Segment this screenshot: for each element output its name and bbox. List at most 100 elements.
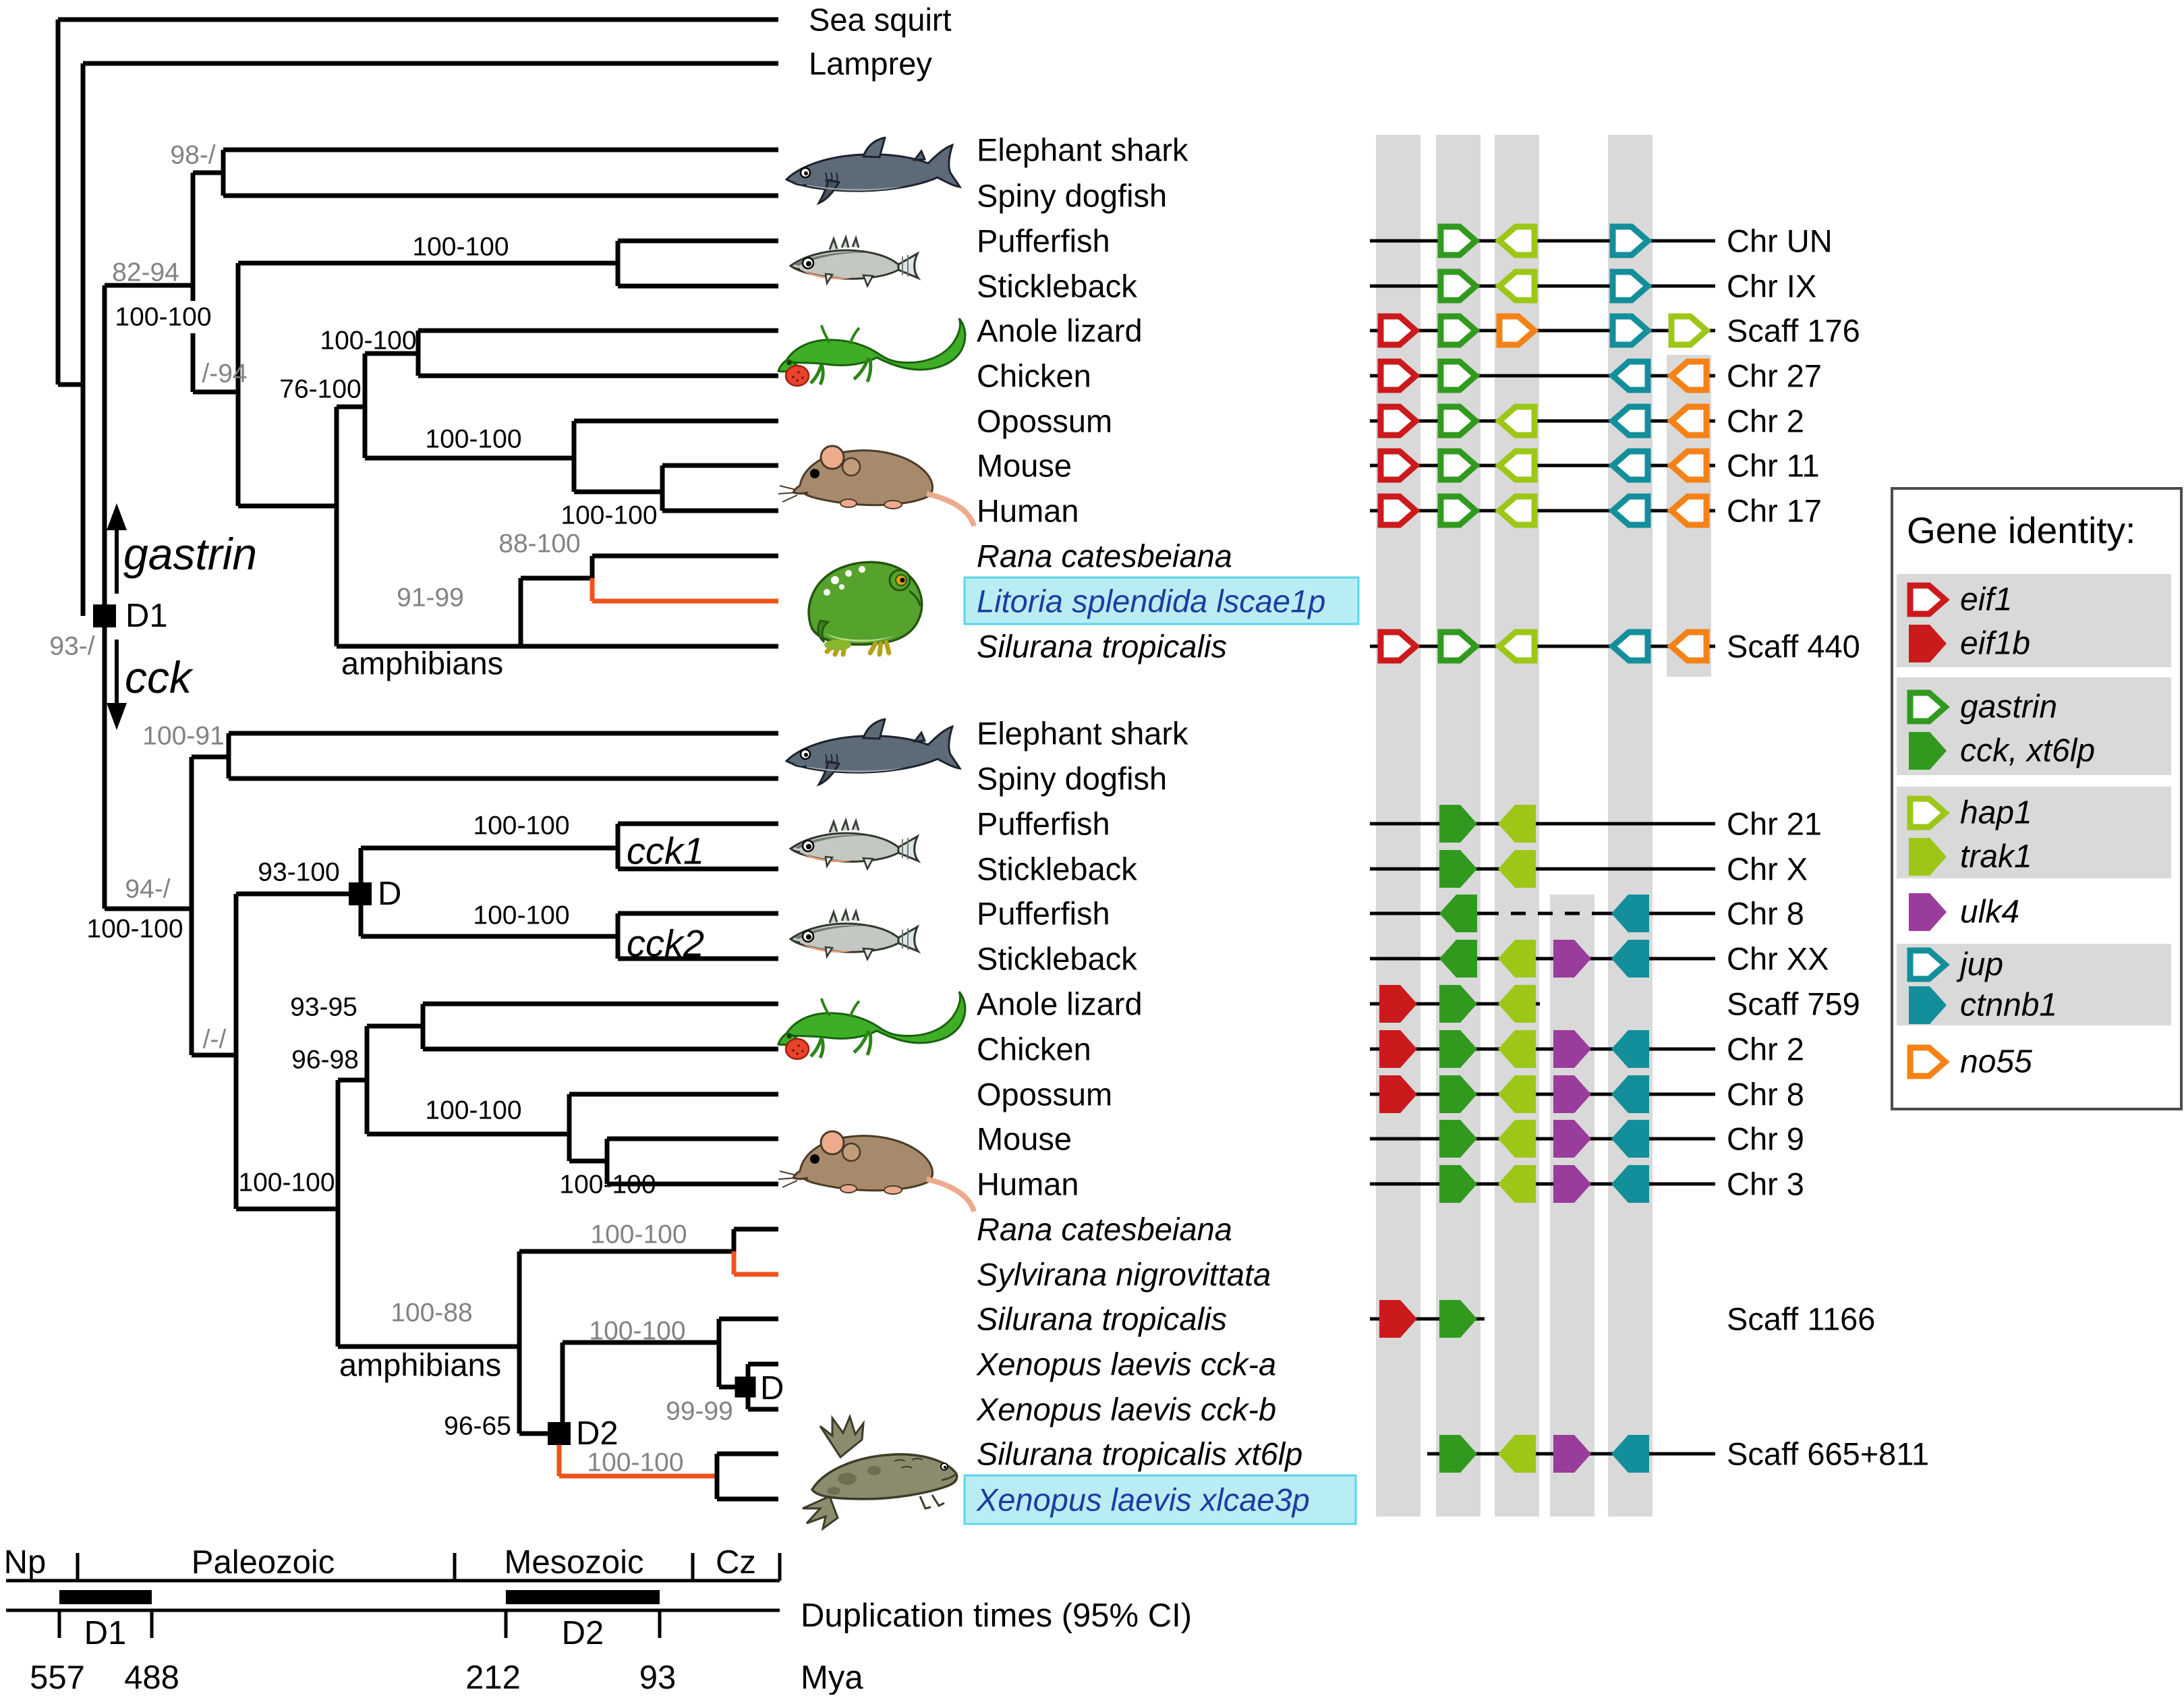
svg-text:cck1: cck1	[627, 830, 704, 872]
svg-text:Scaff 1166: Scaff 1166	[1727, 1301, 1875, 1337]
svg-text:Spiny dogfish: Spiny dogfish	[977, 178, 1167, 214]
svg-text:Elephant shark: Elephant shark	[977, 132, 1188, 168]
svg-text:Chr 9: Chr 9	[1727, 1121, 1804, 1157]
svg-text:100-100: 100-100	[86, 915, 183, 944]
svg-text:Chr X: Chr X	[1727, 851, 1808, 887]
svg-text:212: 212	[465, 1660, 521, 1695]
svg-text:ctnnb1: ctnnb1	[1960, 988, 2057, 1023]
svg-text:100-100: 100-100	[473, 812, 569, 841]
svg-text:Chr XX: Chr XX	[1727, 941, 1829, 977]
svg-text:98-/: 98-/	[170, 141, 215, 170]
svg-text:100-100: 100-100	[561, 501, 657, 530]
svg-text:Human: Human	[977, 1166, 1079, 1202]
svg-text:100-100: 100-100	[115, 303, 211, 332]
svg-text:Chr 21: Chr 21	[1727, 806, 1822, 842]
svg-text:93-100: 93-100	[258, 858, 339, 887]
svg-text:Human: Human	[977, 493, 1079, 529]
svg-text:Stickleback: Stickleback	[977, 941, 1137, 977]
svg-text:Anole lizard: Anole lizard	[977, 313, 1143, 349]
svg-text:Chr 27: Chr 27	[1727, 358, 1822, 394]
svg-text:no55: no55	[1960, 1044, 2032, 1080]
svg-text:cck2: cck2	[627, 922, 704, 965]
svg-text:Litoria splendida lscae1p: Litoria splendida lscae1p	[977, 584, 1325, 619]
svg-text:Mya: Mya	[801, 1660, 863, 1695]
svg-text:/-/: /-/	[203, 1025, 227, 1054]
svg-text:100-100: 100-100	[589, 1317, 685, 1346]
svg-text:Gene identity:: Gene identity:	[1907, 509, 2135, 551]
svg-text:Scaff 176: Scaff 176	[1727, 313, 1860, 349]
svg-text:gastrin: gastrin	[1960, 689, 2057, 725]
svg-text:99-99: 99-99	[666, 1397, 733, 1426]
svg-text:96-98: 96-98	[291, 1046, 359, 1075]
svg-text:amphibians: amphibians	[341, 646, 503, 681]
svg-text:cck: cck	[125, 652, 194, 702]
svg-text:Cz: Cz	[716, 1544, 756, 1581]
svg-text:Chicken: Chicken	[977, 358, 1091, 394]
svg-text:100-100: 100-100	[587, 1448, 683, 1477]
svg-text:93: 93	[639, 1660, 677, 1695]
svg-text:Pufferfish: Pufferfish	[977, 896, 1110, 932]
svg-text:D1: D1	[125, 598, 168, 634]
svg-text:Stickleback: Stickleback	[977, 851, 1137, 887]
svg-text:Scaff 759: Scaff 759	[1727, 986, 1860, 1022]
svg-text:Sea squirt: Sea squirt	[809, 2, 952, 38]
svg-text:Silurana tropicalis: Silurana tropicalis	[977, 629, 1227, 664]
svg-text:Chr 11: Chr 11	[1727, 448, 1820, 484]
svg-text:D1: D1	[84, 1615, 127, 1651]
svg-text:Xenopus laevis cck-b: Xenopus laevis cck-b	[976, 1392, 1276, 1427]
svg-text:eif1b: eif1b	[1960, 626, 2030, 662]
svg-text:100-100: 100-100	[320, 327, 416, 356]
svg-text:100-100: 100-100	[412, 233, 509, 262]
svg-text:Pufferfish: Pufferfish	[977, 223, 1110, 259]
svg-text:Chr 3: Chr 3	[1727, 1166, 1804, 1202]
svg-text:88-100: 88-100	[498, 530, 580, 559]
svg-text:Chr 8: Chr 8	[1727, 1077, 1804, 1112]
svg-text:100-91: 100-91	[142, 722, 224, 751]
svg-text:D: D	[760, 1370, 784, 1407]
svg-text:Mesozoic: Mesozoic	[505, 1544, 644, 1581]
svg-text:Chr 2: Chr 2	[1727, 1031, 1804, 1067]
svg-text:eif1: eif1	[1960, 582, 2012, 618]
svg-text:100-100: 100-100	[473, 901, 569, 930]
svg-text:D: D	[378, 876, 401, 912]
svg-text:Silurana tropicalis xt6lp: Silurana tropicalis xt6lp	[977, 1436, 1302, 1472]
svg-text:488: 488	[124, 1660, 179, 1695]
svg-text:Opossum: Opossum	[977, 403, 1112, 439]
svg-text:Sylvirana nigrovittata: Sylvirana nigrovittata	[977, 1257, 1271, 1293]
svg-text:Stickleback: Stickleback	[977, 268, 1137, 304]
svg-text:557: 557	[30, 1660, 85, 1695]
svg-text:Rana catesbeiana: Rana catesbeiana	[977, 538, 1232, 574]
svg-text:100-100: 100-100	[425, 1096, 521, 1125]
svg-text:hap1: hap1	[1960, 795, 2032, 831]
svg-text:Chr 2: Chr 2	[1727, 403, 1804, 439]
svg-text:91-99: 91-99	[397, 584, 464, 613]
svg-text:Anole lizard: Anole lizard	[977, 986, 1143, 1022]
svg-text:Chr UN: Chr UN	[1727, 223, 1833, 259]
svg-text:Elephant shark: Elephant shark	[977, 716, 1188, 752]
svg-text:96-65: 96-65	[444, 1412, 511, 1441]
svg-text:100-100: 100-100	[425, 425, 521, 454]
svg-text:Xenopus laevis cck-a: Xenopus laevis cck-a	[976, 1347, 1276, 1382]
svg-text:Mouse: Mouse	[977, 1121, 1072, 1157]
svg-text:Silurana tropicalis: Silurana tropicalis	[977, 1301, 1227, 1337]
svg-text:94-/: 94-/	[125, 875, 170, 904]
svg-text:100-100: 100-100	[559, 1170, 656, 1199]
svg-text:93-/: 93-/	[49, 632, 94, 661]
svg-text:100-88: 100-88	[391, 1299, 472, 1328]
svg-text:amphibians: amphibians	[339, 1347, 501, 1383]
svg-text:Opossum: Opossum	[977, 1077, 1112, 1112]
svg-text:Pufferfish: Pufferfish	[977, 806, 1110, 842]
svg-text:Mouse: Mouse	[977, 448, 1072, 484]
svg-text:D2: D2	[576, 1415, 619, 1452]
svg-text:gastrin: gastrin	[123, 529, 257, 579]
svg-text:Lamprey: Lamprey	[809, 46, 932, 82]
svg-text:jup: jup	[1956, 947, 2003, 983]
svg-text:cck, xt6lp: cck, xt6lp	[1960, 733, 2095, 769]
svg-text:Chr 8: Chr 8	[1727, 896, 1804, 932]
svg-text:Chr IX: Chr IX	[1727, 268, 1816, 304]
svg-text:Rana catesbeiana: Rana catesbeiana	[977, 1212, 1232, 1247]
svg-text:Duplication times (95% CI): Duplication times (95% CI)	[801, 1597, 1192, 1634]
svg-text:82-94: 82-94	[112, 258, 179, 287]
svg-text:trak1: trak1	[1960, 839, 2032, 875]
svg-text:93-95: 93-95	[290, 993, 357, 1022]
